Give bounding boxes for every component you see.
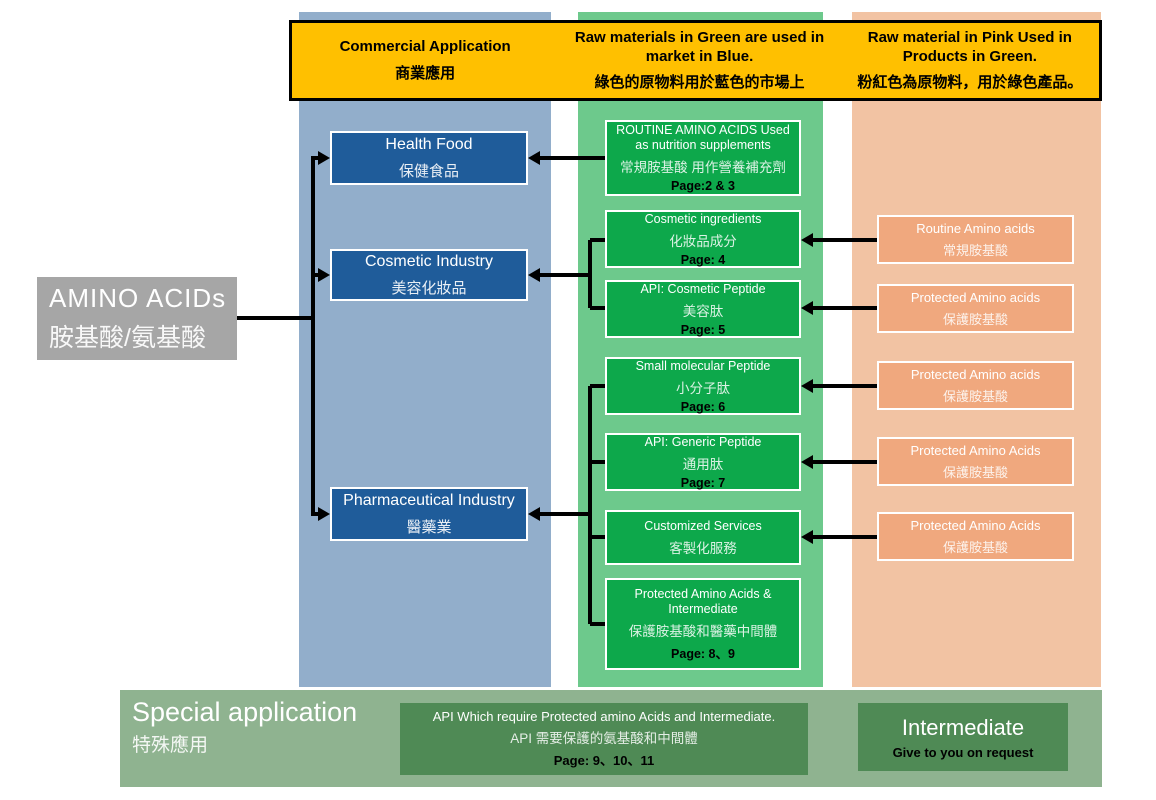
box-title-zh: 保護胺基酸 bbox=[942, 388, 1008, 404]
page-ref: Page: 4 bbox=[680, 252, 726, 267]
special-application-title: Special application 特殊應用 bbox=[132, 697, 357, 757]
page-ref: Page: 6 bbox=[680, 399, 726, 414]
legend-green-to-blue: Raw materials in Green are used in marke… bbox=[558, 23, 840, 98]
api-cosmetic-peptide-box: API: Cosmetic Peptide 美容肽 Page: 5 bbox=[605, 280, 801, 338]
raw-materials-column-background bbox=[852, 12, 1101, 687]
box-title-zh: 保護胺基酸 bbox=[942, 539, 1008, 555]
box-title: Cosmetic Industry bbox=[364, 252, 494, 270]
protected-amino-acids-raw-box-3: Protected Amino Acids 保護胺基酸 bbox=[877, 437, 1074, 486]
box-title: Health Food bbox=[385, 135, 473, 153]
box-title: Pharmaceutical Industry bbox=[343, 491, 515, 509]
box-title: Protected Amino acids bbox=[910, 366, 1041, 382]
small-molecular-peptide-box: Small molecular Peptide 小分子肽 Page: 6 bbox=[605, 357, 801, 415]
box-title: Protected Amino acids bbox=[910, 289, 1041, 305]
intermediate-note: Give to you on request bbox=[892, 744, 1034, 760]
protected-amino-acids-raw-box-1: Protected Amino acids 保護胺基酸 bbox=[877, 284, 1074, 333]
protected-amino-acids-raw-box-4: Protected Amino Acids 保護胺基酸 bbox=[877, 512, 1074, 561]
legend-text-zh: 商業應用 bbox=[395, 64, 456, 82]
box-title: API Which require Protected amino Acids … bbox=[432, 709, 776, 724]
cosmetic-ingredients-box: Cosmetic ingredients 化妝品成分 Page: 4 bbox=[605, 210, 801, 268]
box-title-zh: 常規胺基酸 用作營養補充劑 bbox=[620, 160, 786, 175]
box-title: Protected Amino Acids bbox=[910, 442, 1041, 458]
health-food-box: Health Food 保健食品 bbox=[330, 131, 528, 185]
protected-amino-acids-intermediate-box: Protected Amino Acids & Intermediate 保護胺… bbox=[605, 578, 801, 670]
legend-text-zh: 粉紅色為原物料，用於綠色產品。 bbox=[857, 74, 1083, 92]
box-title: ROUTINE AMINO ACIDS Used as nutrition su… bbox=[616, 123, 790, 152]
page-ref: Page: 8、9 bbox=[671, 646, 735, 661]
box-title-zh: 保護胺基酸 bbox=[942, 464, 1008, 480]
legend-text: Commercial Application bbox=[339, 38, 511, 56]
page-ref: Page: 7 bbox=[680, 475, 726, 490]
box-title: Protected Amino Acids & Intermediate bbox=[634, 586, 772, 616]
legend-pink-to-green: Raw material in Pink Used in Products in… bbox=[841, 23, 1099, 98]
box-title-zh: 美容肽 bbox=[682, 303, 724, 319]
legend-text-zh: 綠色的原物料用於藍色的市場上 bbox=[594, 74, 805, 92]
box-title: Routine Amino acids bbox=[916, 220, 1035, 236]
legend-text: Raw materials in Green are used in marke… bbox=[574, 28, 825, 65]
box-title-zh: 化妝品成分 bbox=[669, 233, 737, 249]
pharmaceutical-industry-box: Pharmaceutical Industry 醫藥業 bbox=[330, 487, 528, 541]
box-title: Cosmetic ingredients bbox=[644, 211, 762, 226]
legend-commercial-application: Commercial Application 商業應用 bbox=[292, 23, 558, 98]
api-protected-intermediate-box: API Which require Protected amino Acids … bbox=[400, 703, 808, 775]
protected-amino-acids-raw-box-2: Protected Amino acids 保護胺基酸 bbox=[877, 361, 1074, 410]
page-ref: Page:2 & 3 bbox=[671, 179, 735, 193]
market-column-background bbox=[299, 12, 551, 687]
special-title-zh: 特殊應用 bbox=[132, 735, 209, 756]
cosmetic-industry-box: Cosmetic Industry 美容化妝品 bbox=[330, 249, 528, 301]
page-ref: Page: 9、10、11 bbox=[553, 753, 655, 768]
legend-text: Raw material in Pink Used in Products in… bbox=[867, 28, 1072, 65]
customized-services-box: Customized Services 客製化服務 bbox=[605, 510, 801, 565]
box-title-zh: 醫藥業 bbox=[406, 518, 452, 536]
legend-header: Commercial Application 商業應用 Raw material… bbox=[289, 20, 1102, 101]
box-title-zh: 通用肽 bbox=[682, 456, 724, 472]
box-title-zh: 保護胺基酸 bbox=[942, 311, 1008, 327]
amino-acids-root-box: AMINO ACIDs 胺基酸/氨基酸 bbox=[37, 277, 237, 360]
box-title-zh: 保護胺基酸和醫藥中間體 bbox=[628, 623, 778, 639]
box-title-zh: 小分子肽 bbox=[676, 380, 730, 396]
box-title: API: Generic Peptide bbox=[644, 434, 762, 449]
routine-amino-acids-box: ROUTINE AMINO ACIDS Used as nutrition su… bbox=[605, 120, 801, 196]
page-ref: Page: 5 bbox=[680, 322, 726, 337]
box-title-zh: API 需要保護的氨基酸和中間體 bbox=[510, 731, 698, 746]
root-title-zh: 胺基酸/氨基酸 bbox=[49, 324, 206, 352]
box-title: Protected Amino Acids bbox=[910, 517, 1041, 533]
special-title-en: Special application bbox=[132, 697, 358, 727]
box-title: API: Cosmetic Peptide bbox=[640, 281, 766, 296]
box-title: Customized Services bbox=[644, 518, 762, 533]
intermediate-box: Intermediate Give to you on request bbox=[858, 703, 1068, 771]
api-generic-peptide-box: API: Generic Peptide 通用肽 Page: 7 bbox=[605, 433, 801, 491]
box-title-zh: 美容化妝品 bbox=[391, 279, 467, 297]
box-title-zh: 客製化服務 bbox=[669, 540, 737, 556]
box-title: Intermediate bbox=[901, 714, 1025, 740]
routine-amino-acids-raw-box: Routine Amino acids 常規胺基酸 bbox=[877, 215, 1074, 264]
box-title-zh: 保健食品 bbox=[398, 162, 459, 180]
root-title: AMINO ACIDs bbox=[49, 283, 227, 313]
box-title-zh: 常規胺基酸 bbox=[942, 242, 1008, 258]
box-title: Small molecular Peptide bbox=[635, 358, 771, 373]
